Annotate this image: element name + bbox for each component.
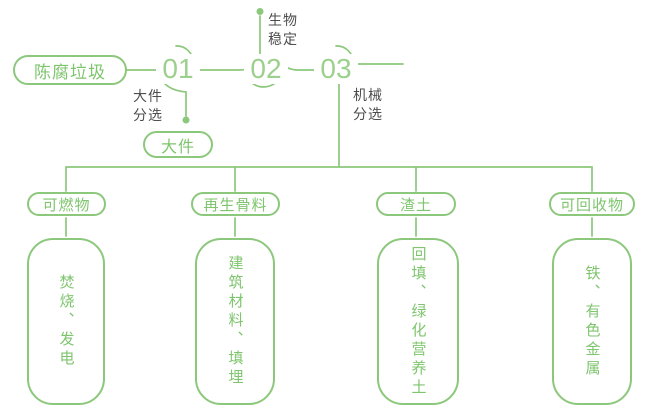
branch-detail-slag-soil: 回填、绿化营养土 [409, 245, 427, 398]
branch-detail-recyclables: 铁、有色金属 [583, 264, 601, 379]
branch-box-combustible: 焚烧、发电 [27, 238, 105, 405]
branch-box-slag-soil: 回填、绿化营养土 [377, 238, 459, 405]
branch-pill-recyclables: 可回收物 [549, 192, 635, 216]
branch-box-recyclables: 铁、有色金属 [552, 238, 632, 405]
branch-detail-recycled-aggregate: 建筑材料、填埋 [226, 255, 244, 388]
branch-pill-recycled-aggregate: 再生骨料 [191, 192, 280, 216]
source-pill: 陈腐垃圾 [13, 55, 127, 85]
step-label-mechanical-sorting: 机械 分选 [353, 87, 383, 122]
step-number-02: 02 [244, 54, 288, 84]
distribution-line [65, 166, 593, 192]
step-number-03: 03 [314, 54, 358, 84]
step-label-bio-stabilization: 生物 稳定 [268, 12, 298, 47]
step-label-bulky-sorting: 大件 分选 [133, 88, 163, 123]
dot-bio-stabilization [256, 8, 264, 15]
branch-pill-combustible: 可燃物 [27, 192, 106, 216]
branch-pill-slag-soil: 渣土 [376, 192, 456, 216]
branch-box-recycled-aggregate: 建筑材料、填埋 [195, 238, 275, 405]
branch-detail-combustible: 焚烧、发电 [57, 274, 75, 369]
dot-bulky [182, 116, 190, 124]
step-number-01: 01 [156, 54, 200, 84]
output-pill-bulky: 大件 [143, 131, 213, 158]
